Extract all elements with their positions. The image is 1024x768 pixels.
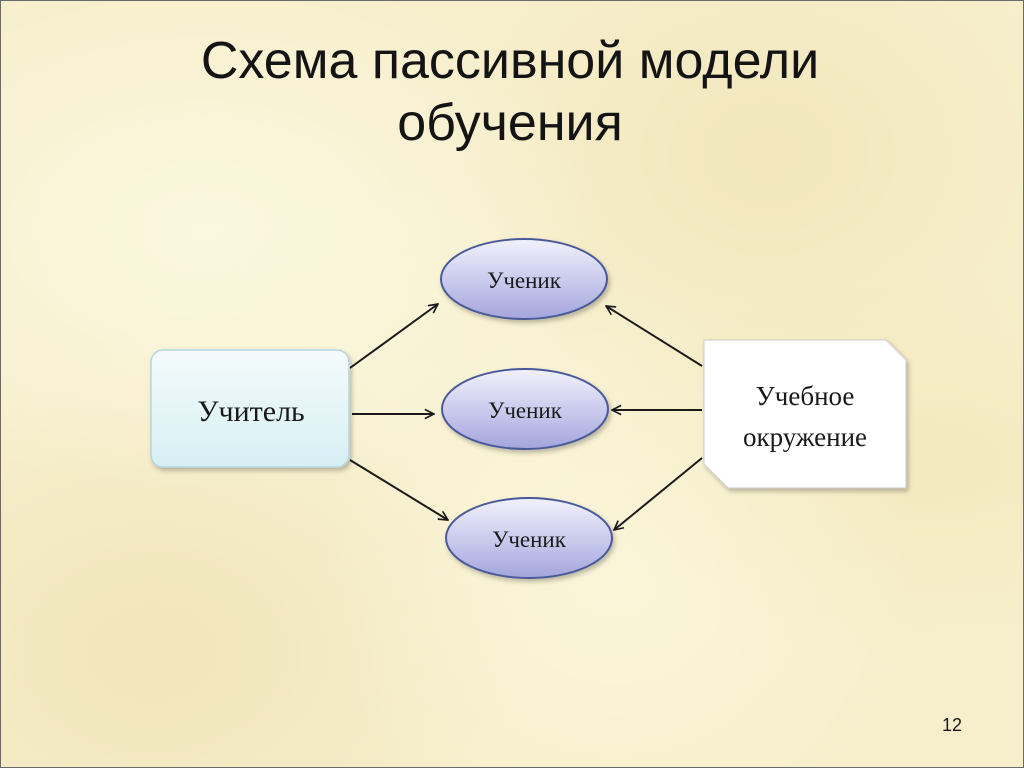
slide-title-line-2: обучения bbox=[397, 94, 623, 152]
teacher-label: Учитель bbox=[197, 395, 304, 428]
student-label-1: Ученик bbox=[487, 268, 562, 293]
student-node-3: Ученик bbox=[445, 497, 613, 579]
student-label-2: Ученик bbox=[488, 398, 563, 423]
student-label-3: Ученик bbox=[492, 527, 567, 552]
teacher-node: Учитель bbox=[150, 349, 350, 468]
slide-title-line-1: Схема пассивной модели bbox=[200, 32, 820, 90]
page-number: 12 bbox=[941, 715, 962, 735]
arrow-environment-to-student-3 bbox=[614, 457, 703, 530]
student-node-1: Ученик bbox=[440, 238, 608, 320]
arrow-environment-to-student-1 bbox=[606, 306, 703, 367]
slide-title: Схема пассивной модели обучения bbox=[80, 30, 940, 154]
student-node-2: Ученик bbox=[441, 368, 609, 450]
environment-label-line-1: Учебное bbox=[756, 381, 855, 411]
environment-node: Учебное окружение bbox=[703, 339, 907, 489]
environment-label-line-2: окружение bbox=[743, 422, 867, 452]
arrow-teacher-to-student-3 bbox=[349, 459, 448, 520]
arrow-teacher-to-student-1 bbox=[349, 304, 438, 369]
